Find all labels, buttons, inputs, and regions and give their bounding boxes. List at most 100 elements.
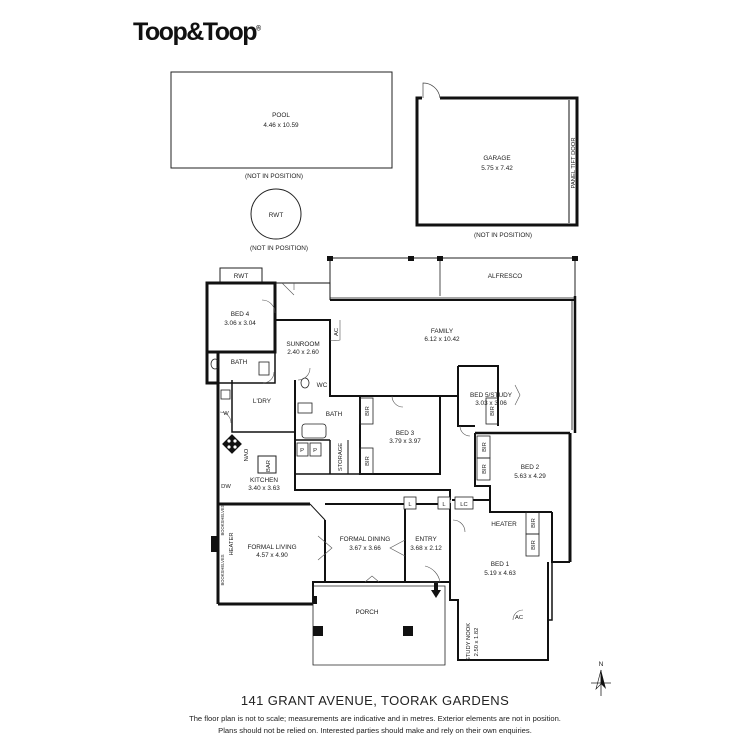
formal-dining-name: FORMAL DINING <box>340 536 391 543</box>
bed3-size: 3.79 x 3.97 <box>389 438 421 445</box>
north-label: N <box>599 661 604 668</box>
ac-family-label: AC <box>334 328 340 336</box>
disclaimer-line-1: The floor plan is not to scale; measurem… <box>189 714 561 723</box>
linen-2-label: L <box>442 502 446 508</box>
rwt-tank: RWT (NOT IN POSITION) <box>250 188 308 252</box>
bookshelves-bottom-label: BOOKSHELVES <box>220 554 225 585</box>
bath-bed4-label: BATH <box>231 359 248 366</box>
family-size: 6.12 x 10.42 <box>424 336 460 343</box>
pantry-2-label: P <box>313 448 317 454</box>
dishwasher-label: DW <box>221 484 231 490</box>
rwt-label: RWT <box>269 212 284 219</box>
kitchen-size: 3.40 x 3.63 <box>248 485 280 492</box>
bir-bed1-bottom <box>525 533 540 557</box>
bir-bed2-top-label: BIR <box>482 442 488 452</box>
fixture-labels: BATH L'DRY WC BATH W DW OVN BAR P P STOR… <box>220 328 537 621</box>
bed4-size: 3.06 x 3.04 <box>224 320 256 327</box>
formal-living-size: 4.57 x 4.90 <box>256 552 288 559</box>
sunroom-name: SUNROOM <box>286 341 319 348</box>
pantry-1 <box>296 442 309 457</box>
ac-bed1-label: AC <box>515 615 523 621</box>
disclaimer-line-2: Plans should not be relied on. Intereste… <box>218 726 532 735</box>
bed1-name: BED 1 <box>491 561 510 568</box>
property-address: 141 GRANT AVENUE, TOORAK GARDENS <box>240 693 510 708</box>
heater-block <box>211 536 217 552</box>
bookshelves-top-label: BOOKSHELVES <box>220 504 225 535</box>
pantry-1-label: P <box>300 448 304 454</box>
bed3-name: BED 3 <box>396 430 415 437</box>
shower <box>258 361 270 376</box>
wc-label: WC <box>317 382 328 389</box>
bir-bed3-bottom <box>359 447 374 475</box>
pantry-2 <box>309 442 322 457</box>
disclaimer: The floor plan is not to scale; measurem… <box>0 713 750 737</box>
pool: POOL 4.46 x 10.59 (NOT IN POSITION) <box>170 71 393 180</box>
laundry-tub <box>220 389 231 400</box>
oven-label: OVN <box>242 449 248 462</box>
north-compass-icon: N <box>591 661 611 696</box>
porch-label: PORCH <box>355 609 378 616</box>
storage-label: STORAGE <box>338 443 344 471</box>
family-name: FAMILY <box>431 328 454 335</box>
toop-toop-logo: Toop&Toop® <box>133 18 261 47</box>
washer-label: W <box>223 411 229 417</box>
bar-island <box>257 455 277 474</box>
bir-bed3-top-label: BIR <box>365 406 371 416</box>
vanity <box>297 402 313 414</box>
bir-bed2-bottom-label: BIR <box>482 464 488 474</box>
bir-bed3-bottom-label: BIR <box>365 456 371 466</box>
heater-bed1-label: HEATER <box>491 521 517 528</box>
porch: PORCH <box>312 585 446 666</box>
formal-dining-size: 3.67 x 3.66 <box>349 545 381 552</box>
bir-bed1-bottom-label: BIR <box>531 540 537 550</box>
entry-size: 3.68 x 2.12 <box>410 545 442 552</box>
study-nook-name: STUDY NOOK <box>466 623 472 661</box>
bed2-size: 5.63 x 4.29 <box>514 473 546 480</box>
entry-name: ENTRY <box>415 536 437 543</box>
garage: GARAGE 5.75 x 7.42 PANEL TIFT DOOR (NOT … <box>415 82 579 239</box>
toilet-bed4-bath <box>210 358 220 370</box>
sunroom-size: 2.40 x 2.60 <box>287 349 319 356</box>
entry-arrow-icon <box>431 583 441 598</box>
alfresco-label: ALFRESCO <box>488 273 522 280</box>
kitchen-name: KITCHEN <box>250 477 278 484</box>
pool-note: (NOT IN POSITION) <box>245 173 303 180</box>
pool-label: POOL <box>272 112 290 119</box>
alfresco-pergola: ALFRESCO <box>327 256 578 296</box>
bathtub <box>301 423 327 439</box>
bir-bed5-label: BIR <box>490 406 496 416</box>
formal-living-name: FORMAL LIVING <box>247 544 296 551</box>
bed5-name: BED 5/STUDY <box>470 392 513 399</box>
linen-1-label: L <box>408 502 412 508</box>
heater-living-label: HEATER <box>229 532 235 555</box>
bir-bed5 <box>485 397 499 425</box>
bir-bed1-top-label: BIR <box>531 518 537 528</box>
logo-text: Toop&Toop <box>133 18 258 46</box>
garage-door-label: PANEL TIFT DOOR <box>571 138 577 189</box>
room-labels: BED 4 3.06 x 3.04 SUNROOM 2.40 x 2.60 FA… <box>224 311 546 661</box>
pool-size: 4.46 x 10.59 <box>263 122 299 129</box>
garage-size: 5.75 x 7.42 <box>481 165 513 172</box>
linen-box-2 <box>437 496 451 510</box>
garage-label: GARAGE <box>483 155 510 162</box>
cooktop-icon <box>222 434 242 454</box>
bed1-size: 5.19 x 4.63 <box>484 570 516 577</box>
linen-cupboard-box <box>454 496 474 510</box>
laundry-label: L'DRY <box>253 398 272 405</box>
bed2-name: BED 2 <box>521 464 540 471</box>
rwt-note: (NOT IN POSITION) <box>250 245 308 252</box>
bir-bed2-bottom <box>476 457 491 481</box>
linen-box-1 <box>403 496 417 510</box>
trademark-mark: ® <box>256 25 262 33</box>
doors <box>219 282 524 621</box>
garage-note: (NOT IN POSITION) <box>474 232 532 239</box>
bed4-name: BED 4 <box>231 311 250 318</box>
bar-label: BAR <box>266 460 272 472</box>
house-walls <box>205 281 577 661</box>
rwt-small-tank: RWT <box>219 267 263 284</box>
bed5-size: 3.03 x 3.06 <box>475 400 507 407</box>
bath-main-label: BATH <box>326 411 343 418</box>
bir-bed3-top <box>359 397 374 425</box>
linen-cupboard-label: LC <box>460 502 467 508</box>
